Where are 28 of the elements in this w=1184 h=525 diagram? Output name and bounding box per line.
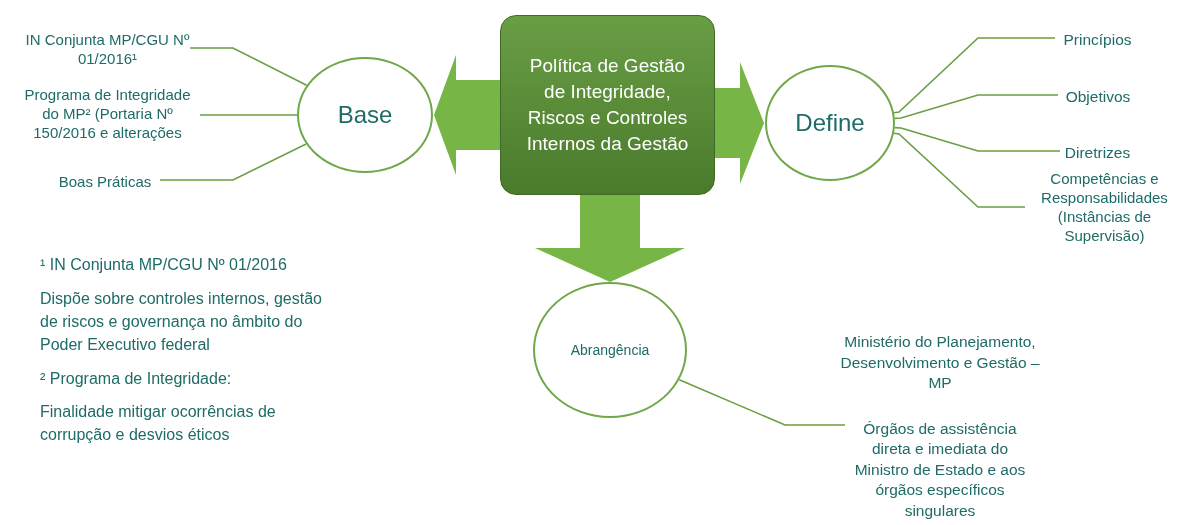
connector-line xyxy=(678,378,846,426)
connector-line xyxy=(893,37,1056,114)
scope-label: Órgãos de assistência direta e imediata do Ministro de Estado e aos órgãos específicos singulares xyxy=(845,415,1035,525)
footnote-heading: ² Programa de Integridade: xyxy=(40,369,233,389)
scope-circle: Abrangência xyxy=(533,282,687,418)
item-label: Princípios xyxy=(1055,28,1140,50)
connector-line xyxy=(159,143,307,181)
block-arrow xyxy=(535,195,685,282)
source-label: Programa de Integridade do MP² (Portaria Nº 150/2016 e alterações xyxy=(15,72,200,154)
footnote-text: Dispõe sobre controles internos, gestão de riscos e governança no âmbito do Poder Executivo federal xyxy=(40,289,323,355)
footnote-heading: ¹ IN Conjunta MP/CGU Nº 01/2016 xyxy=(40,255,288,275)
connector-line xyxy=(894,94,1059,120)
connector-line xyxy=(893,132,1026,208)
item-label: Competências e Responsabilidades (Instâncias de Supervisão) xyxy=(1025,166,1184,248)
scope-label: Ministério do Planejamento, Desenvolvimento e Gestão – MP xyxy=(835,320,1045,406)
connector-line xyxy=(199,114,298,116)
policy-box: Política de Gestão de Integridade, Riscos e Controles Internos da Gestão xyxy=(500,15,715,195)
source-label: IN Conjunta MP/CGU Nº 01/2016¹ xyxy=(25,28,190,70)
block-arrow xyxy=(715,62,764,184)
source-label: Boas Práticas xyxy=(50,170,160,192)
footnote-text: Finalidade mitigar ocorrências de corrupção e desvios éticos xyxy=(40,402,277,445)
connector-line xyxy=(894,126,1061,152)
item-label: Diretrizes xyxy=(1060,141,1135,163)
define-circle: Define xyxy=(765,65,895,181)
item-label: Objetivos xyxy=(1058,85,1138,107)
connector-line xyxy=(189,47,308,87)
block-arrow xyxy=(434,55,500,175)
base-circle: Base xyxy=(297,57,433,173)
